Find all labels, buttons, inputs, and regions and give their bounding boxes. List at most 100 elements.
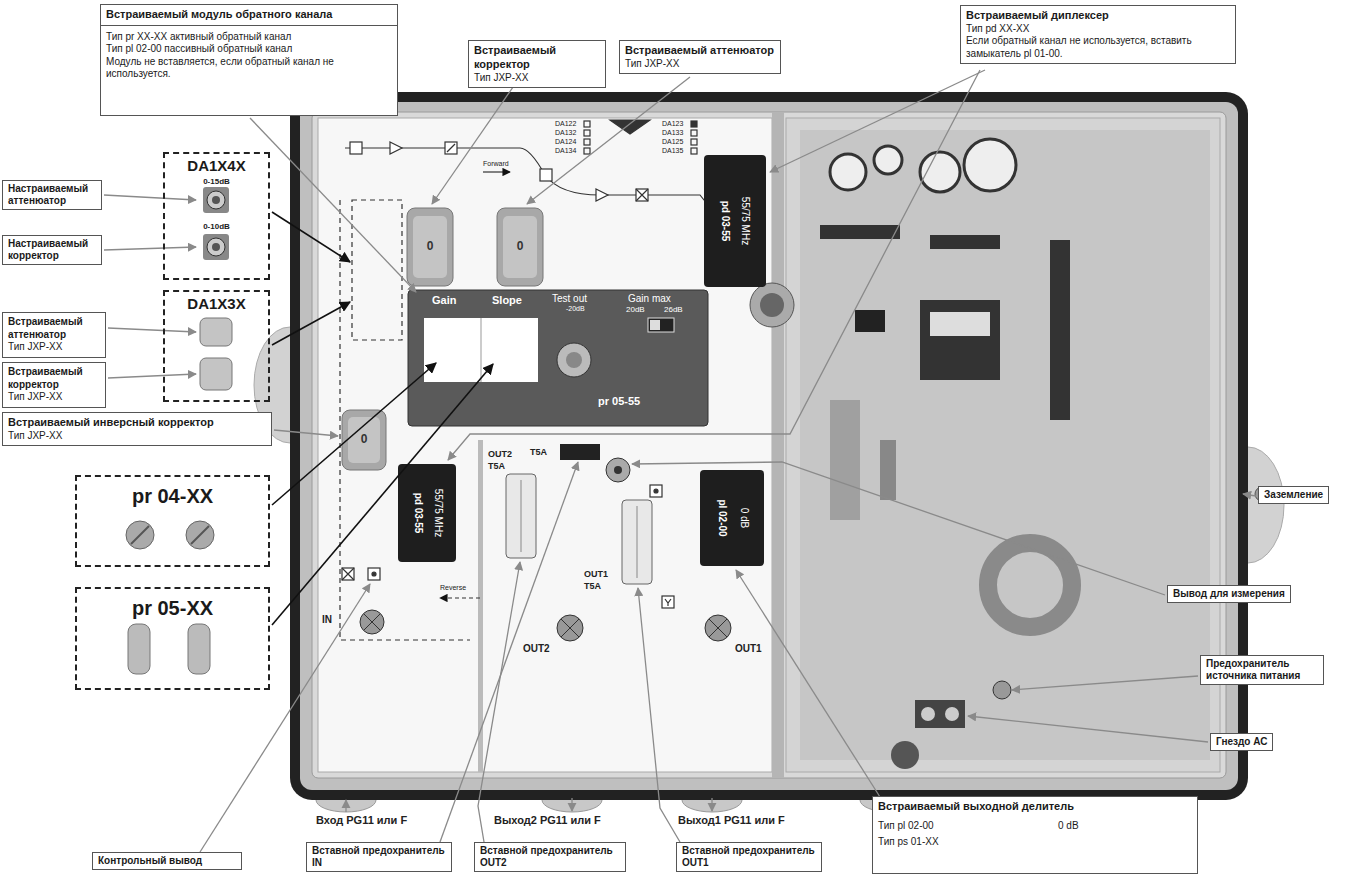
callout-box: Встраиваемый аттенюаторТип JXP-XX	[2, 312, 106, 358]
callout-box: Заземление	[1258, 486, 1329, 504]
option-symbols	[207, 191, 225, 209]
block-diagram	[665, 599, 671, 606]
fuses-connectors	[614, 466, 622, 474]
block-diagram	[342, 568, 354, 580]
power-supply-board	[750, 118, 1220, 772]
block-diagram	[540, 169, 552, 181]
power-supply-board	[993, 681, 1011, 699]
power-supply-board	[855, 310, 885, 332]
callout-box: Встраиваемый диплексерТип pd XX-XXЕсли о…	[960, 5, 1236, 64]
plug-in-modules	[481, 318, 482, 382]
power-supply-board	[800, 130, 1210, 760]
part-label: DA132	[555, 129, 576, 137]
block-diagram	[340, 120, 712, 640]
power-supply-board	[988, 543, 1072, 627]
callout-text: 0-10dB	[165, 222, 268, 231]
callout-text: Тип JXP-XX	[8, 341, 100, 354]
callout-heading: Встраиваемый инверсный корректор	[8, 416, 266, 430]
block-diagram	[584, 121, 590, 127]
part-label: 0	[517, 240, 524, 253]
callout-heading: Контрольный вывод	[98, 855, 236, 867]
plug-in-modules	[566, 352, 582, 368]
callout-heading: pr 05-XX	[77, 597, 268, 620]
block-diagram	[691, 148, 697, 154]
part-label: IN	[322, 614, 332, 625]
part-label: OUT1	[584, 570, 608, 580]
callout-heading: Встраиваемый корректор	[8, 366, 100, 391]
fuses-connectors	[705, 615, 731, 641]
block-diagram	[342, 568, 354, 580]
callout-heading: Настраиваемый корректор	[8, 238, 96, 262]
block-diagram	[483, 171, 510, 172]
option-frame: DA1X3X	[163, 290, 270, 402]
fuses-connectors	[561, 619, 579, 637]
fuses-connectors	[637, 506, 638, 578]
block-diagram	[345, 148, 712, 210]
plug-in-modules	[348, 417, 380, 463]
block-diagram	[440, 597, 480, 598]
plug-in-modules	[700, 470, 764, 566]
plug-in-modules	[503, 216, 537, 278]
callout-box: Встраиваемый модуль обратного каналаТип …	[100, 4, 398, 116]
option-symbols	[200, 318, 232, 346]
part-label: DA123	[662, 120, 683, 128]
leader-lines	[104, 70, 1256, 852]
callout-heading: Заземление	[1264, 489, 1323, 501]
option-symbols	[203, 187, 229, 213]
option-arrows	[272, 302, 350, 345]
callout-box: Предохранитель источника питания	[1200, 655, 1324, 685]
callout-heading: Гнездо АС	[1216, 736, 1267, 748]
fuses-connectors	[364, 614, 380, 630]
block-diagram	[610, 120, 650, 134]
block-diagram	[650, 485, 662, 497]
plug-in-modules	[650, 320, 660, 330]
part-label: 20dB	[626, 306, 645, 315]
block-diagram	[691, 130, 697, 136]
option-symbols	[212, 243, 220, 251]
part-label: OUT1	[735, 643, 762, 654]
leader-lines	[345, 800, 346, 812]
callout-heading: Вставной предохранитель IN	[312, 845, 446, 869]
fuses-connectors	[521, 480, 522, 552]
option-symbols	[200, 358, 232, 390]
power-supply-board	[915, 700, 965, 728]
callout-heading: Встраиваемый аттенюатор	[8, 316, 100, 341]
leader-lines	[968, 716, 1208, 742]
power-supply-board	[874, 146, 902, 174]
block-diagram	[662, 596, 674, 608]
callout-heading: Вставной предохранитель OUT1	[682, 845, 816, 869]
housing	[772, 112, 784, 778]
plug-in-modules	[557, 343, 591, 377]
part-label: pd 03-55	[720, 201, 731, 242]
plug-in-modules	[407, 208, 453, 286]
callout-box: Вставной предохранитель OUT2	[474, 842, 626, 872]
option-symbols	[131, 526, 149, 544]
plug-in-modules	[704, 155, 766, 287]
part-label: Reverse	[440, 584, 466, 592]
option-symbols	[126, 521, 154, 549]
part-label: DA135	[662, 147, 683, 155]
housing	[290, 92, 1248, 800]
power-supply-board	[930, 235, 1000, 249]
housing	[312, 112, 1226, 778]
power-supply-board	[786, 118, 1220, 772]
callout-box: Встраиваемый выходной делительТип pl 02-…	[872, 796, 1198, 874]
block-diagram	[390, 142, 402, 154]
part-label: pd 03-55	[413, 493, 424, 534]
part-label: T5A	[488, 462, 505, 472]
plug-in-modules	[342, 155, 766, 566]
block-diagram	[636, 189, 648, 201]
leader-lines	[104, 195, 196, 200]
option-symbols	[128, 624, 150, 674]
leader-lines	[527, 77, 690, 204]
leader-lines	[478, 562, 520, 842]
callout-heading: Предохранитель источника питания	[1206, 658, 1318, 682]
callout-text: 0-15dB	[165, 177, 268, 186]
callout-text: Тип pr XX-XX активный обратный канал	[106, 31, 392, 44]
power-supply-board	[1050, 240, 1070, 420]
plug-in-modules	[497, 208, 543, 286]
callout-box: Вставной предохранитель IN	[306, 842, 452, 872]
part-label: T5A	[530, 448, 547, 458]
block-diagram	[584, 139, 590, 145]
power-supply-board	[930, 312, 990, 336]
